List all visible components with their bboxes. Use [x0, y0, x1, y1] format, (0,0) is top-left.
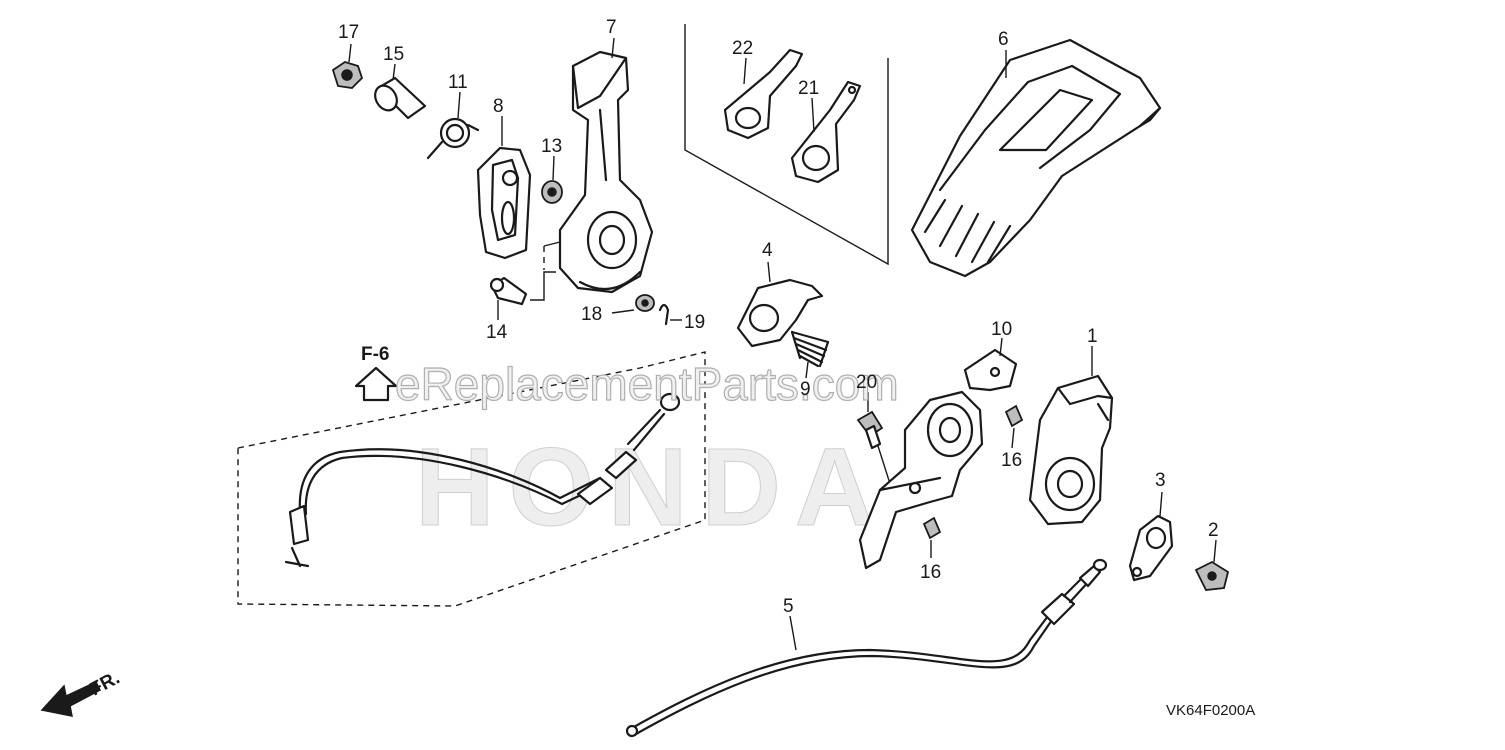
- drawing-code: VK64F0200A: [1166, 702, 1255, 719]
- callout-2: 2: [1208, 520, 1219, 541]
- callout-14: 14: [486, 322, 508, 343]
- throttle-bracket-assembly: [858, 390, 984, 570]
- part-21-arm: [790, 80, 862, 184]
- part-17-nut: [331, 43, 364, 89]
- part-22-arm: [723, 48, 804, 140]
- part-5-throttle-cable: [625, 558, 1108, 738]
- part-15-collar: [374, 63, 427, 120]
- part-11-spring: [426, 91, 480, 160]
- callout-20: 20: [856, 372, 877, 393]
- reference-cable-f6: [237, 351, 706, 607]
- callout-21: 21: [798, 78, 819, 99]
- part-2-nut: [1194, 539, 1230, 591]
- callout-22: 22: [732, 38, 753, 59]
- part-7-control-lever: [558, 37, 654, 294]
- part-9-spring: [790, 330, 830, 379]
- callout-8: 8: [493, 96, 504, 117]
- part-8-plate: [476, 116, 532, 260]
- brand-watermark: HONDA: [415, 426, 888, 549]
- front-direction-arrow: [40, 681, 101, 717]
- part-18-nut: [611, 294, 655, 314]
- reference-arrow-f6: [354, 366, 398, 402]
- part-16-bolt-a: [1004, 404, 1024, 449]
- parts-21-22-box: [684, 24, 889, 266]
- callout-16-a: 16: [1001, 450, 1022, 471]
- callout-5: 5: [783, 596, 794, 617]
- part-16-bolt-b: [922, 516, 942, 558]
- callout-17: 17: [338, 22, 359, 43]
- front-label: FR.: [86, 668, 123, 701]
- callout-15: 15: [383, 44, 404, 65]
- callout-3: 3: [1155, 470, 1166, 491]
- callout-16-b: 16: [920, 562, 941, 583]
- callout-9: 9: [800, 379, 811, 400]
- part-19-pin: [658, 303, 682, 326]
- part-6-lever-cover: [910, 38, 1162, 278]
- reference-label-f6: F-6: [361, 344, 390, 365]
- part-10-plate: [963, 337, 1018, 392]
- callout-6: 6: [998, 29, 1009, 50]
- callout-11: 11: [448, 72, 468, 93]
- part-14-bolt: [489, 271, 556, 320]
- part-3-arm: [1128, 491, 1174, 582]
- callout-1: 1: [1087, 326, 1098, 347]
- part-1-housing: [1028, 346, 1114, 526]
- callout-10: 10: [991, 319, 1012, 340]
- assembly-link-line-2: [543, 241, 561, 247]
- part-13-washer: [541, 155, 563, 204]
- callout-18: 18: [581, 304, 602, 325]
- part-4-arm: [736, 261, 824, 348]
- site-watermark: eReplacementParts.com: [395, 358, 899, 410]
- callout-13: 13: [541, 136, 562, 157]
- callout-7: 7: [606, 17, 617, 38]
- callout-19: 19: [684, 312, 705, 333]
- callout-4: 4: [762, 240, 773, 261]
